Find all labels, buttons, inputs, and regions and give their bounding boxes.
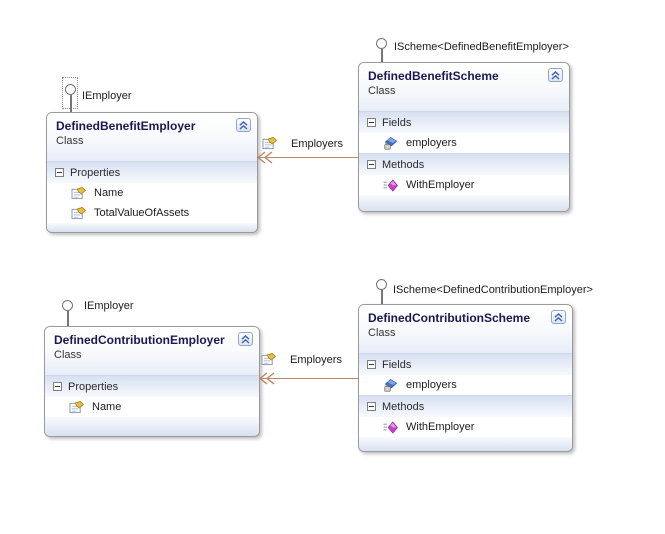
class-header: DefinedBenefitEmployer Class <box>47 113 257 161</box>
section-label: Fields <box>382 116 412 129</box>
class-header: DefinedContributionEmployer Class <box>45 327 259 375</box>
collapse-button[interactable] <box>236 118 251 132</box>
open-arrow-left-icon <box>258 372 276 385</box>
section-label: Properties <box>70 166 121 179</box>
section-methods: Methods <box>359 153 569 175</box>
class-title: DefinedContributionEmployer <box>54 333 225 347</box>
minus-icon[interactable] <box>367 118 376 127</box>
interface-label: IScheme<DefinedBenefitEmployer> <box>394 41 569 53</box>
property-icon <box>71 207 86 220</box>
chevron-up-icon <box>241 335 250 344</box>
method-icon <box>383 179 398 192</box>
association-line[interactable] <box>258 157 358 158</box>
member-row[interactable]: employers <box>359 375 572 395</box>
section-label: Fields <box>382 358 412 371</box>
section-fields: Fields <box>359 111 569 133</box>
open-arrow-left-icon <box>256 151 274 164</box>
member-name: WithEmployer <box>406 421 475 433</box>
member-row[interactable]: Name <box>45 397 259 417</box>
class-stereotype: Class <box>368 327 396 339</box>
chevron-up-icon <box>551 71 560 80</box>
interface-label: IScheme<DefinedContributionEmployer> <box>393 284 593 296</box>
method-icon <box>383 421 398 434</box>
class-box-defined-benefit-employer[interactable]: DefinedBenefitEmployer Class Properties … <box>46 112 258 233</box>
lollipop-circle-icon[interactable] <box>376 279 387 290</box>
member-row[interactable]: TotalValueOfAssets <box>47 203 257 223</box>
member-name: Name <box>94 187 124 199</box>
section-label: Methods <box>382 400 425 413</box>
minus-icon[interactable] <box>367 360 376 369</box>
association-label[interactable]: Employers <box>262 136 343 151</box>
class-stereotype: Class <box>54 349 82 361</box>
class-box-defined-benefit-scheme[interactable]: DefinedBenefitScheme Class Fields employ… <box>358 62 570 212</box>
chevron-up-icon <box>239 121 248 130</box>
lollipop-stem <box>70 95 72 112</box>
member-name: employers <box>406 379 457 391</box>
class-header: DefinedBenefitScheme Class <box>359 63 569 111</box>
lollipop-circle-icon[interactable] <box>376 38 387 49</box>
class-header: DefinedContributionScheme Class <box>359 305 572 353</box>
class-footer <box>359 437 572 451</box>
property-icon <box>71 187 86 200</box>
interface-label: IEmployer <box>82 90 132 102</box>
property-icon <box>262 137 277 150</box>
minus-icon[interactable] <box>53 382 62 391</box>
section-properties: Properties <box>45 375 259 397</box>
member-row[interactable]: WithEmployer <box>359 417 572 437</box>
association-label-text: Employers <box>290 353 342 366</box>
lollipop-stem <box>67 311 69 326</box>
class-title: DefinedBenefitScheme <box>368 69 499 83</box>
collapse-button[interactable] <box>238 332 253 346</box>
class-box-defined-contribution-scheme[interactable]: DefinedContributionScheme Class Fields e… <box>358 304 573 452</box>
member-row[interactable]: employers <box>359 133 569 153</box>
class-stereotype: Class <box>368 85 396 97</box>
class-footer <box>47 223 257 232</box>
class-box-defined-contribution-employer[interactable]: DefinedContributionEmployer Class Proper… <box>44 326 260 437</box>
class-footer <box>45 417 259 436</box>
lollipop-stem <box>381 290 383 304</box>
interface-label: IEmployer <box>84 300 134 312</box>
member-row[interactable]: WithEmployer <box>359 175 569 195</box>
class-title: DefinedBenefitEmployer <box>56 119 196 133</box>
collapse-button[interactable] <box>551 310 566 324</box>
chevron-up-icon <box>554 313 563 322</box>
member-name: Name <box>92 401 122 413</box>
minus-icon[interactable] <box>367 160 376 169</box>
section-properties: Properties <box>47 161 257 183</box>
section-methods: Methods <box>359 395 572 417</box>
class-title: DefinedContributionScheme <box>368 311 531 325</box>
association-label[interactable]: Employers <box>261 352 342 367</box>
section-label: Properties <box>68 380 119 393</box>
minus-icon[interactable] <box>55 168 64 177</box>
class-stereotype: Class <box>56 135 84 147</box>
property-icon <box>261 353 276 366</box>
member-row[interactable]: Name <box>47 183 257 203</box>
member-name: TotalValueOfAssets <box>94 207 190 219</box>
lollipop-stem <box>381 49 383 62</box>
section-label: Methods <box>382 158 425 171</box>
section-fields: Fields <box>359 353 572 375</box>
association-line[interactable] <box>260 378 358 379</box>
field-private-lock-icon <box>383 379 398 392</box>
minus-icon[interactable] <box>367 402 376 411</box>
association-label-text: Employers <box>291 137 343 150</box>
member-name: WithEmployer <box>406 179 475 191</box>
lollipop-circle-icon[interactable] <box>62 300 73 311</box>
collapse-button[interactable] <box>548 68 563 82</box>
field-private-lock-icon <box>383 137 398 150</box>
property-icon <box>69 401 84 414</box>
class-footer <box>359 195 569 211</box>
lollipop-circle-icon[interactable] <box>65 84 76 95</box>
member-name: employers <box>406 137 457 149</box>
